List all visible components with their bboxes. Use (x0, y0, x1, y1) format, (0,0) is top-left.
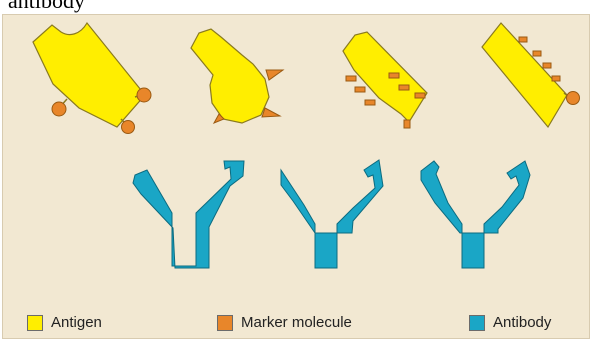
antigen-antibody-diagram (3, 15, 591, 340)
marker-molecule (519, 37, 527, 42)
antigen-body (191, 29, 269, 123)
marker-molecule-swatch (217, 315, 233, 331)
marker-molecule (567, 92, 580, 105)
antigen-2 (191, 29, 283, 123)
antibody-shape (281, 160, 383, 268)
legend-antigen: Antigen (27, 314, 102, 331)
legend-antigen-label: Antigen (51, 314, 102, 331)
marker-molecule (365, 100, 375, 105)
antigen-swatch (27, 315, 43, 331)
legend-antibody-label: Antibody (493, 314, 551, 331)
diagram-panel: Antigen Marker molecule Antibody (2, 14, 590, 339)
antibody-1 (133, 161, 244, 268)
marker-molecule (404, 120, 410, 128)
marker-molecule (266, 70, 283, 80)
marker-molecule (52, 102, 66, 116)
marker-molecule (533, 51, 541, 56)
antibody-swatch (469, 315, 485, 331)
legend-marker-label: Marker molecule (241, 314, 352, 331)
antigen-4 (482, 23, 580, 127)
legend-marker-molecule: Marker molecule (217, 314, 352, 331)
antibody-shape (421, 161, 530, 268)
antibody-2 (281, 160, 383, 268)
antigen-1 (33, 23, 151, 134)
marker-molecule (355, 87, 365, 92)
marker-molecule (137, 88, 151, 102)
marker-molecule (389, 73, 399, 78)
antigen-body (33, 23, 145, 127)
marker-molecule (415, 93, 425, 98)
antibody-shape (133, 161, 244, 268)
marker-molecule (543, 63, 551, 68)
marker-molecule (399, 85, 409, 90)
marker-molecule (122, 121, 135, 134)
antigen-3 (343, 32, 427, 128)
legend-antibody: Antibody (469, 314, 551, 331)
marker-molecule (346, 76, 356, 81)
marker-molecule (552, 76, 560, 81)
antibody-3 (421, 161, 530, 268)
top-caption: antibody (8, 0, 85, 12)
marker-molecule (262, 108, 280, 117)
